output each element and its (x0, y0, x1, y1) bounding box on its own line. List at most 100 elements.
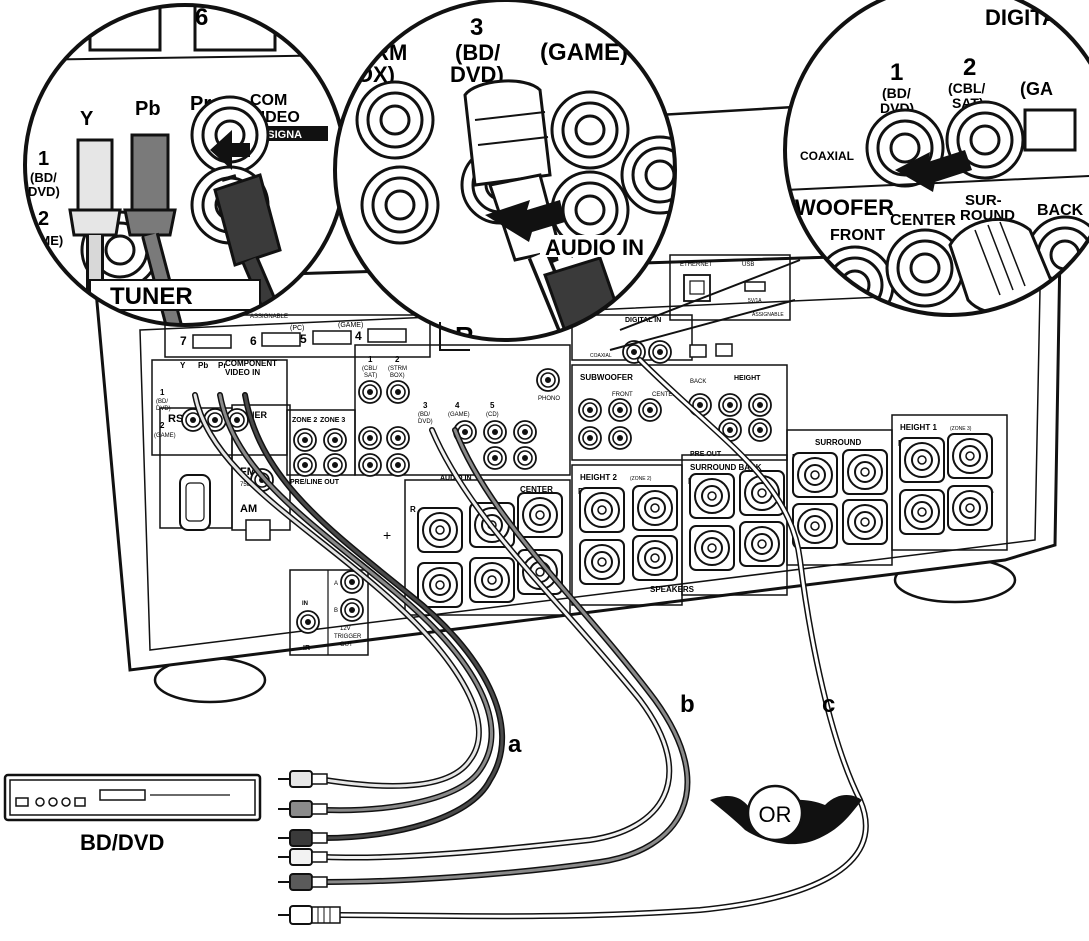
surround-label: SURROUND (815, 438, 861, 447)
zone2-out-r[interactable] (294, 454, 316, 476)
audio-in-6-r[interactable] (514, 447, 536, 469)
am-label: AM (240, 503, 257, 515)
optical-in-2-small[interactable] (716, 344, 732, 356)
pre-height-1-l[interactable] (719, 394, 741, 416)
phono-jack[interactable] (537, 369, 559, 391)
zoom-c-jack-2[interactable] (552, 92, 628, 168)
audio-in-2-r[interactable] (387, 427, 409, 449)
zoom-input2: 2 (38, 208, 49, 230)
zoom-input1-b: DVD) (28, 184, 60, 199)
surround-l-plus-terminal[interactable] (843, 450, 887, 494)
audio-in-1-l[interactable] (359, 381, 381, 403)
am-antenna-terminal[interactable] (246, 520, 270, 540)
height1-l-plus-terminal[interactable] (948, 434, 992, 478)
surround-back-l-minus-terminal[interactable] (740, 522, 784, 566)
audio-in-2-r2[interactable] (387, 454, 409, 476)
coaxial-small-label: COAXIAL (590, 353, 612, 359)
height1-r-plus-terminal[interactable] (900, 438, 944, 482)
pre-front-r[interactable] (609, 427, 631, 449)
zoom-r-in2: 2 (963, 54, 976, 81)
hdmi-label-5: 5 (300, 332, 307, 346)
trigger-b-label: B (334, 608, 338, 614)
audio-in-1-r2[interactable] (359, 454, 381, 476)
pre-front-label: FRONT (612, 392, 633, 398)
zoom-c-audio-in: AUDIO IN (545, 235, 644, 260)
height1-label: HEIGHT 1 (900, 423, 937, 432)
audio-in-label-5a: (CD) (486, 412, 499, 418)
bd-dvd-player: BD/DVD (5, 775, 260, 855)
zone2-out-l[interactable] (294, 429, 316, 451)
hdmi-port-7[interactable] (193, 335, 231, 348)
audio-in-1-r[interactable] (359, 427, 381, 449)
usb-assignable-label: ASSIGNABLE (752, 312, 784, 318)
surround-back-r-minus-terminal[interactable] (690, 526, 734, 570)
audio-in-5-l[interactable] (484, 421, 506, 443)
comp-y-label: Y (180, 361, 186, 370)
audio-in-label-1b: SAT) (364, 373, 377, 379)
zone2-label: ZONE 2 (292, 417, 317, 424)
zoom-r-in1-a: (BD/ (882, 85, 911, 101)
pre-center[interactable] (639, 399, 661, 421)
ir-in-jack[interactable] (297, 611, 319, 633)
zone3-out-l[interactable] (324, 429, 346, 451)
audio-in-label-2b: BOX) (390, 373, 405, 379)
hdmi-port-5[interactable] (313, 331, 351, 344)
audio-in-5-r[interactable] (484, 447, 506, 469)
height1-zone-label: (ZONE 3) (950, 426, 972, 432)
front-r-plus-terminal[interactable] (418, 508, 462, 552)
zoom-c-jack-1[interactable] (357, 82, 433, 158)
surround-back-r-plus-terminal[interactable] (690, 474, 734, 518)
comp-pr-label: Pr (218, 361, 226, 370)
height1-l-minus-terminal[interactable] (948, 486, 992, 530)
height2-r-minus-terminal[interactable] (580, 540, 624, 584)
pc-label: (PC) (290, 325, 304, 332)
hdmi-label-6: 6 (250, 334, 257, 348)
audio-in-label-2: 2 (395, 355, 400, 364)
zoom-c-3: 3 (470, 14, 483, 41)
trigger-out-b[interactable] (341, 599, 363, 621)
plug-b-white (278, 849, 327, 865)
front-r-minus-terminal[interactable] (418, 563, 462, 607)
plug-a-y (278, 771, 327, 787)
ethernet-label: ETHERNET (680, 262, 713, 268)
pre-back-label: BACK (690, 379, 706, 385)
trigger-label-3: OUT (340, 642, 353, 648)
zoom-r-optical[interactable] (1025, 110, 1075, 150)
sub-out-2[interactable] (579, 427, 601, 449)
or-marker: OR (710, 786, 862, 844)
coaxial-in-2-small[interactable] (649, 341, 671, 363)
height2-l-plus-terminal[interactable] (633, 486, 677, 530)
zoom-input1: 1 (38, 148, 49, 170)
height2-r-plus-terminal[interactable] (580, 488, 624, 532)
audio-in-2-l[interactable] (387, 381, 409, 403)
front-l-minus-terminal[interactable] (470, 558, 514, 602)
surround-r-minus-terminal[interactable] (793, 504, 837, 548)
zone3-out-r[interactable] (324, 454, 346, 476)
zoom-c-jack-3[interactable] (362, 167, 438, 243)
height1-r-minus-terminal[interactable] (900, 490, 944, 534)
hdmi-port-4[interactable] (368, 329, 406, 342)
phono-label: PHONO (538, 396, 560, 402)
pre-front-l[interactable] (609, 399, 631, 421)
comp-pb-label: Pb (198, 361, 208, 370)
surround-l-minus-terminal[interactable] (843, 500, 887, 544)
usb-port[interactable] (745, 282, 765, 291)
component-video-label-2: VIDEO IN (225, 368, 260, 377)
zoom-r-in2-a: (CBL/ (948, 80, 985, 96)
pre-height-2-l[interactable] (749, 394, 771, 416)
usb-rating-label: 5V/1A (748, 298, 762, 304)
optical-in-1-small[interactable] (690, 345, 706, 357)
surround-r-plus-terminal[interactable] (793, 453, 837, 497)
plug-a-pb (278, 801, 327, 817)
audio-in-label-5: 5 (490, 401, 495, 410)
hdmi-port-6[interactable] (262, 333, 300, 346)
height2-l-minus-terminal[interactable] (633, 536, 677, 580)
audio-in-6-l[interactable] (514, 421, 536, 443)
center-plus-terminal[interactable] (518, 493, 562, 537)
zoom-r-coaxial: COAXIAL (800, 149, 854, 163)
pre-height-2-r[interactable] (749, 419, 771, 441)
comp-input-1: 1 (160, 388, 165, 397)
sub-out-1[interactable] (579, 399, 601, 421)
component-video-label-1: COMPONENT (225, 359, 277, 368)
